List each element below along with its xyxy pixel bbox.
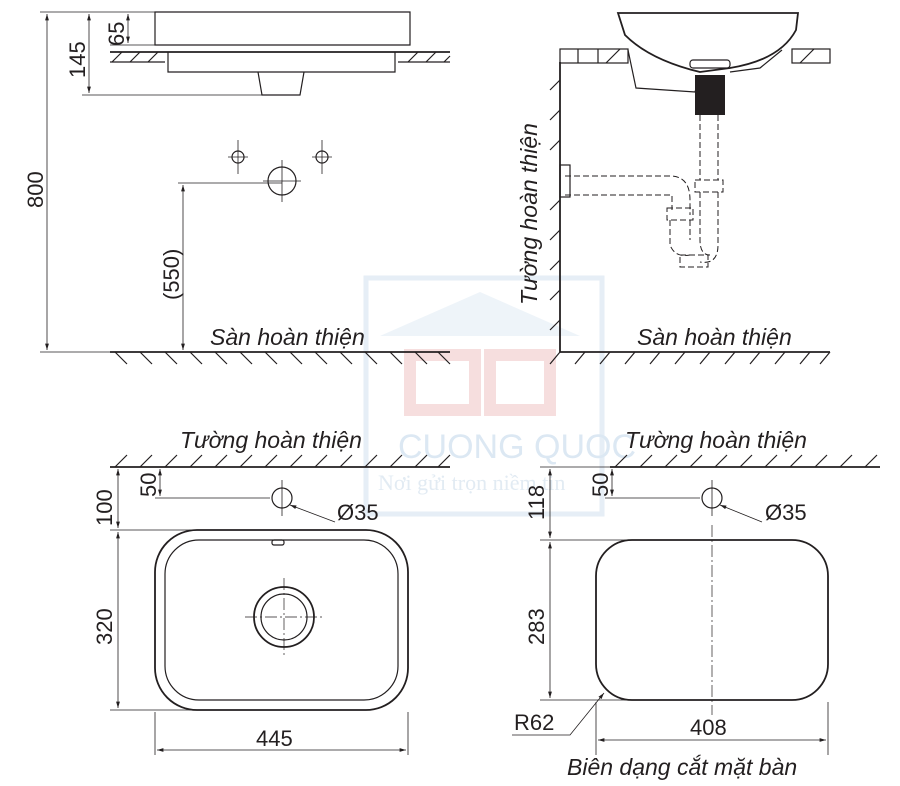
- dim-100: 100: [92, 489, 117, 526]
- wall-label: Tường hoàn thiện: [625, 427, 807, 453]
- section-view: Tường hoàn thiện Sàn hoàn thiện: [516, 12, 831, 365]
- dim-408: 408: [690, 715, 727, 740]
- hole-diameter: Ø35: [337, 500, 379, 525]
- dim-145: 145: [65, 41, 90, 78]
- wall-label: Tường hoàn thiện: [180, 427, 362, 453]
- cutout-view: Tường hoàn thiện 118 50 283 Ø35 408 R62 …: [512, 427, 880, 780]
- dim-50: 50: [136, 473, 161, 497]
- floor-label: Sàn hoàn thiện: [210, 324, 365, 350]
- floor-label: Sàn hoàn thiện: [637, 324, 792, 350]
- faucet-hole-mark: [228, 140, 248, 174]
- hole-diameter: Ø35: [765, 500, 807, 525]
- dim-118: 118: [524, 485, 549, 520]
- side-view: 800 145 65 (550) Sàn hoàn thiện: [23, 11, 451, 365]
- dim-65: 65: [104, 22, 129, 46]
- dim-50: 50: [588, 473, 613, 497]
- dim-550: (550): [159, 249, 184, 300]
- top-view: Tường hoàn thiện 100 50 320 Ø35 445: [92, 427, 451, 755]
- dim-445: 445: [256, 726, 293, 751]
- dim-283: 283: [524, 608, 549, 645]
- watermark-slogan: Nơi gửi trọn niềm tin: [378, 470, 565, 495]
- dim-320: 320: [92, 608, 117, 645]
- wall-label: Tường hoàn thiện: [516, 123, 542, 305]
- faucet-hole-mark: [312, 140, 332, 174]
- radius-label: R62: [514, 710, 554, 735]
- watermark-brand: CUONG QUOC: [398, 428, 636, 466]
- cutout-caption: Biên dạng cắt mặt bàn: [567, 754, 797, 780]
- basin-outline: [154, 529, 409, 711]
- watermark-logo: CUONG QUOC Nơi gửi trọn niềm tin: [363, 275, 636, 517]
- dim-800: 800: [23, 171, 48, 208]
